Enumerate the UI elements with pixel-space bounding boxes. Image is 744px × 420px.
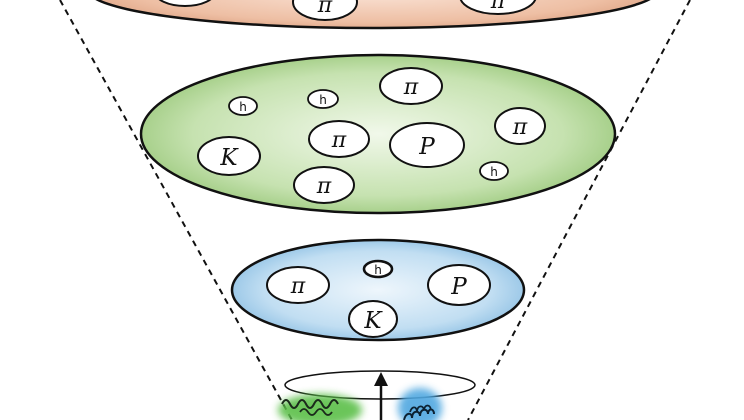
gluon-coil-icon [281, 399, 339, 409]
gluon-coil-icon [409, 404, 432, 413]
particle-label: π [290, 274, 306, 299]
top-layer: π π [95, 0, 651, 30]
particle-h [228, 96, 258, 116]
particle-label: h [239, 100, 247, 114]
particle-h [362, 259, 394, 279]
particle-K [197, 136, 261, 176]
particle-label: π [317, 0, 333, 18]
particle-h [307, 89, 339, 109]
particle-label: π [331, 128, 347, 153]
particle-label: P [450, 274, 467, 300]
middle-layer-ellipse [139, 53, 617, 215]
particle-pi [459, 0, 537, 15]
particle-label: h [319, 93, 327, 107]
cone-apex-region [278, 370, 476, 420]
particle-label: K [363, 308, 383, 334]
particle-pi [379, 67, 443, 105]
cone-edge-left [59, 0, 293, 420]
particle-h [479, 161, 509, 181]
lower-layer: π h P K [230, 238, 526, 342]
middle-layer: h h π π π π K P h [139, 53, 617, 215]
blue-glow [398, 388, 442, 420]
particle-pi [494, 107, 546, 145]
particle-pi [266, 266, 330, 304]
arrow-head-icon [374, 372, 388, 386]
particle-K [348, 300, 398, 338]
gluon-coil-icon [299, 408, 333, 416]
green-glow [278, 394, 362, 420]
particle-label: h [490, 165, 498, 179]
particle-partial [158, 0, 212, 7]
particle-pi [308, 120, 370, 158]
particle-label: h [374, 263, 382, 277]
particle-label: P [418, 134, 435, 160]
cone-edge-right [467, 0, 691, 420]
particle-pi [292, 0, 358, 21]
particle-label: π [403, 75, 419, 100]
particle-label: π [512, 115, 528, 140]
particle-label: π [490, 0, 506, 14]
particle-P [389, 122, 465, 168]
particle-pi [293, 166, 355, 204]
particle-label: π [316, 174, 332, 199]
particle-label: K [219, 145, 239, 171]
particle-P [427, 264, 491, 306]
gluon-coil-icon [403, 408, 435, 420]
